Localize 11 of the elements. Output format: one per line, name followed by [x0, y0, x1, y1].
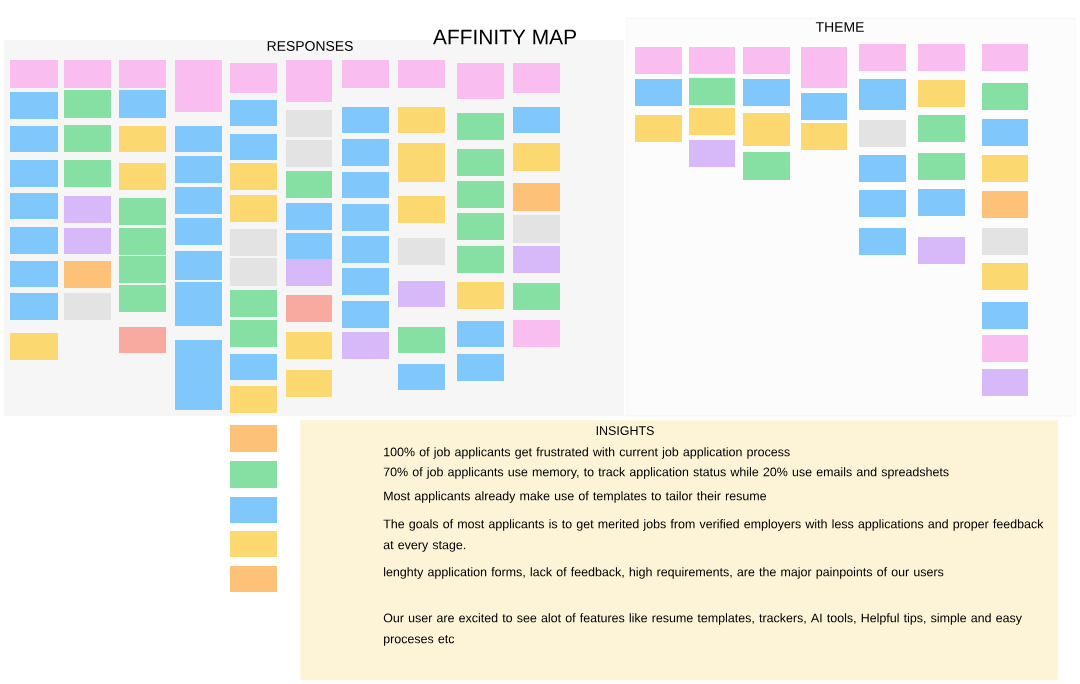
title: AFFINITY MAP	[433, 29, 576, 45]
heading: INSIGHTS	[596, 426, 654, 435]
insight-text: The goals of most applicants is to get merited jobs from verified employers with less applications and proper feedback at every stage.	[383, 519, 1044, 552]
board-heading: RESPONSES	[267, 41, 353, 51]
board-heading: THEME	[815, 22, 864, 32]
insight-text: lenghty application forms, lack of feedback, high requirements, are the major painpoints of our users	[384, 567, 944, 579]
insight-text: 70% of job applicants use memory, to track application status while 20% use emails and spreadshets	[383, 467, 949, 479]
insight-text: 100% of job applicants get frustrated with current job application process	[384, 447, 790, 459]
insight-text: Our user are excited to see alot of features like resume templates, trackers, AI tools, Helpful tips, simple and easy proceses etc	[383, 613, 1022, 646]
insight-text: Most applicants already make use of templates to tailor their resume	[384, 491, 767, 503]
insights-panel	[300, 420, 1059, 681]
